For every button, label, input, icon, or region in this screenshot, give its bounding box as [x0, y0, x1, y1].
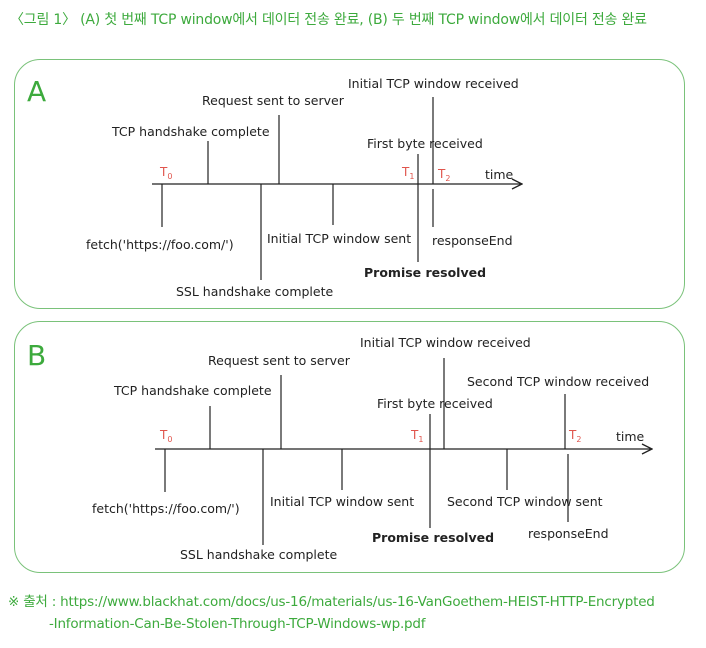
- panel-b-axis-label: time: [616, 429, 645, 444]
- source-citation: ※ 출처 : https://www.blackhat.com/docs/us-…: [8, 591, 655, 635]
- source-line-1: ※ 출처 : https://www.blackhat.com/docs/us-…: [8, 594, 655, 610]
- source-line-2: -Information-Can-Be-Stolen-Through-TCP-W…: [49, 616, 426, 632]
- panel-b-frame: [14, 321, 685, 573]
- panel-a-label-request-sent: Request sent to server: [202, 93, 345, 108]
- panel-b-label-tcp-handshake: TCP handshake complete: [113, 383, 272, 398]
- panel-b-label-response-end: responseEnd: [528, 526, 609, 541]
- panel-b-label-request-sent: Request sent to server: [208, 353, 351, 368]
- panel-a-label-first-byte: First byte received: [367, 136, 483, 151]
- panel-b-label-initial-window-received: Initial TCP window received: [360, 335, 531, 350]
- panel-b-label-fetch: fetch('https://foo.com/'): [92, 501, 240, 516]
- panel-a-t2-marker: T2: [437, 167, 450, 183]
- panel-b-t0-marker: T0: [159, 428, 172, 444]
- panel-b-label-initial-window-sent: Initial TCP window sent: [270, 494, 414, 509]
- panel-a-t1-marker: T1: [401, 165, 414, 181]
- panel-a-label-initial-window-received: Initial TCP window received: [348, 76, 519, 91]
- panel-a-label-initial-window-sent: Initial TCP window sent: [267, 231, 411, 246]
- panel-a-axis-label: time: [485, 167, 514, 182]
- panel-a-label-ssl-handshake: SSL handshake complete: [176, 284, 333, 299]
- panel-b: B time T0 T1 T2 fetch('https://foo.com/'…: [27, 335, 652, 562]
- panel-b-label-ssl-handshake: SSL handshake complete: [180, 547, 337, 562]
- panel-a-t0-marker: T0: [159, 165, 172, 181]
- panel-a-label-promise-resolved: Promise resolved: [364, 265, 486, 280]
- panel-b-label-first-byte: First byte received: [377, 396, 493, 411]
- panel-a: A time T0 T1 T2 fetch('https://foo.com/'…: [27, 75, 522, 299]
- panel-a-label-tcp-handshake: TCP handshake complete: [111, 124, 270, 139]
- panel-b-label-second-window-received: Second TCP window received: [467, 374, 649, 389]
- panel-a-label-response-end: responseEnd: [432, 233, 513, 248]
- panel-a-label-fetch: fetch('https://foo.com/'): [86, 237, 234, 252]
- panel-b-t1-marker: T1: [410, 428, 423, 444]
- panel-a-letter: A: [27, 75, 46, 108]
- panel-b-label-promise-resolved: Promise resolved: [372, 530, 494, 545]
- figure-caption: 〈그림 1〉 (A) 첫 번째 TCP window에서 데이터 전송 완료, …: [10, 12, 647, 28]
- panel-b-letter: B: [27, 339, 46, 372]
- panel-b-label-second-window-sent: Second TCP window sent: [447, 494, 603, 509]
- panel-b-t2-marker: T2: [568, 428, 581, 444]
